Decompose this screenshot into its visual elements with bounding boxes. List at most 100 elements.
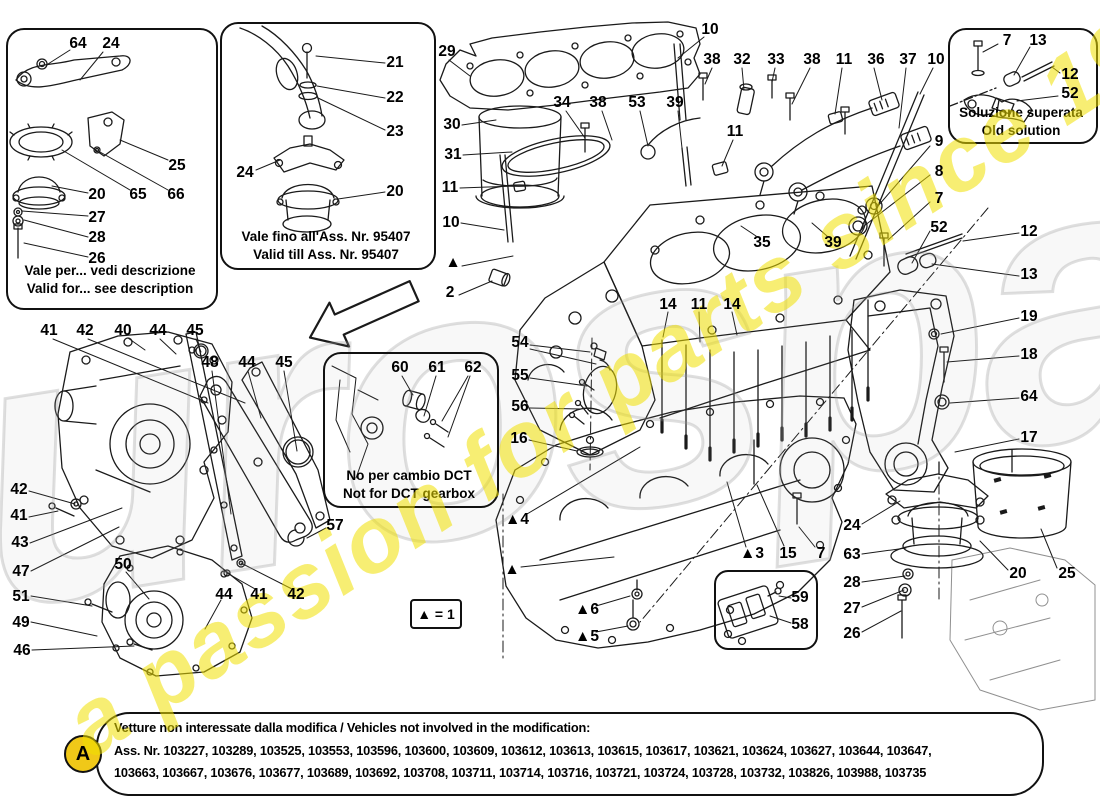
timing-cover-cluster — [48, 331, 331, 677]
callout-45: 45 — [275, 354, 293, 371]
callout-45: 45 — [186, 322, 204, 339]
callout-60: 60 — [391, 359, 409, 376]
inset-valid-till-art — [239, 25, 345, 233]
callout-20: 20 — [1009, 565, 1027, 582]
callout-7: 7 — [1002, 32, 1012, 49]
callout-13: 13 — [1020, 266, 1038, 283]
callout-51: 51 — [12, 588, 30, 605]
callout-tri6: ▲6 — [575, 601, 599, 618]
inset-box-valid-for — [6, 28, 218, 310]
callout-26: 26 — [88, 250, 106, 267]
callout-19: 19 — [1020, 308, 1038, 325]
inset-ecu-art — [717, 585, 782, 646]
inset-caption: Old solution — [981, 123, 1061, 138]
callout-14: 14 — [723, 296, 741, 313]
callout-22: 22 — [386, 89, 404, 106]
callout-24: 24 — [102, 35, 120, 52]
callout-34: 34 — [553, 94, 571, 111]
callout-58: 58 — [791, 616, 809, 633]
mount-bracket — [847, 289, 955, 493]
callout-38: 38 — [589, 94, 607, 111]
inset-box-old-solution — [948, 28, 1098, 144]
callout-7: 7 — [934, 190, 944, 207]
callout-15: 15 — [779, 545, 797, 562]
callout-62: 62 — [464, 359, 482, 376]
head-gasket — [439, 21, 701, 111]
callout-54: 54 — [511, 334, 529, 351]
cylinder-liner — [475, 105, 611, 209]
footer-line-1: Vetture non interessate dalla modifica /… — [114, 720, 591, 735]
callout-52: 52 — [1061, 85, 1079, 102]
callout-21: 21 — [386, 54, 404, 71]
small-fittings — [488, 180, 802, 631]
inset-caption: Vale fino all'Ass. Nr. 95407 — [241, 229, 411, 244]
callout-46: 46 — [13, 642, 31, 659]
callout-20: 20 — [386, 183, 404, 200]
callout-48: 48 — [201, 354, 219, 371]
footer-line-3: 103663, 103667, 103676, 103677, 103689, … — [114, 765, 927, 780]
callout-28: 28 — [843, 574, 861, 591]
callout-30: 30 — [443, 116, 461, 133]
callout-10: 10 — [442, 214, 460, 231]
callout-18: 18 — [1020, 346, 1038, 363]
callout-11: 11 — [690, 296, 708, 313]
callout-55: 55 — [511, 367, 529, 384]
callout-41: 41 — [40, 322, 58, 339]
callout-7: 7 — [816, 545, 826, 562]
inset-caption: Vale per... vedi descrizione — [24, 263, 196, 278]
callout-23: 23 — [386, 123, 404, 140]
callout-27: 27 — [88, 209, 106, 226]
callout-28: 28 — [88, 229, 106, 246]
callout-9: 9 — [934, 133, 944, 150]
callout-11: 11 — [835, 51, 853, 68]
callout-tri: ▲ — [504, 561, 520, 578]
callout-44: 44 — [149, 322, 167, 339]
callout-36: 36 — [867, 51, 885, 68]
engine-mount — [885, 461, 989, 639]
inset-caption: Not for DCT gearbox — [342, 486, 476, 501]
callout-64: 64 — [69, 35, 87, 52]
legend-text: ▲ = 1 — [417, 606, 455, 622]
callout-39: 39 — [666, 94, 684, 111]
footer-line-2: Ass. Nr. 103227, 103289, 103525, 103553,… — [114, 743, 932, 758]
footer-badge-letter: A — [75, 742, 91, 765]
callout-12: 12 — [1020, 223, 1038, 240]
callout-40: 40 — [114, 322, 132, 339]
callout-14: 14 — [659, 296, 677, 313]
inset-caption: Soluzione superata — [959, 105, 1083, 120]
callout-tri: ▲ — [445, 254, 461, 271]
callout-29: 29 — [438, 43, 456, 60]
callout-66: 66 — [167, 186, 185, 203]
callout-38: 38 — [803, 51, 821, 68]
inset-box-ecu — [714, 570, 818, 650]
callout-57: 57 — [326, 517, 344, 534]
callout-2: 2 — [445, 284, 455, 301]
callout-24: 24 — [236, 164, 254, 181]
callout-44: 44 — [238, 354, 256, 371]
callout-63: 63 — [843, 546, 861, 563]
engine-block — [100, 185, 891, 456]
mount-cup — [972, 448, 1072, 539]
callout-41: 41 — [250, 586, 268, 603]
inset-valid-for-art — [9, 55, 131, 259]
callout-13: 13 — [1029, 32, 1047, 49]
callout-20: 20 — [88, 186, 106, 203]
footer-note-box — [96, 712, 1044, 796]
callout-43: 43 — [11, 534, 29, 551]
callout-10: 10 — [927, 51, 945, 68]
callout-10: 10 — [701, 21, 719, 38]
direction-arrow-icon — [308, 280, 420, 348]
callout-38: 38 — [703, 51, 721, 68]
legend-box: ▲ = 1 — [410, 599, 462, 629]
callout-tri4: ▲4 — [505, 511, 529, 528]
callout-27: 27 — [843, 600, 861, 617]
callout-42: 42 — [76, 322, 94, 339]
callout-42: 42 — [287, 586, 305, 603]
lower-crankcase — [495, 395, 857, 649]
callout-44: 44 — [215, 586, 233, 603]
inset-caption: No per cambio DCT — [346, 468, 472, 483]
callout-25: 25 — [1058, 565, 1076, 582]
callout-12: 12 — [1061, 66, 1079, 83]
callout-42: 42 — [10, 481, 28, 498]
